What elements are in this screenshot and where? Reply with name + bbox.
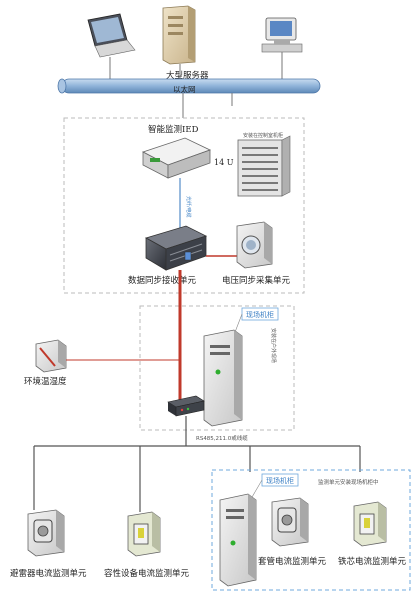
arrester-unit-icon [27, 509, 65, 557]
ied-device-icon [141, 137, 212, 179]
outdoor-note: 安装在户外现场 [270, 328, 277, 363]
voltage-unit-icon [236, 221, 273, 269]
bushing-unit-label: 套管电流监测单元 [258, 556, 327, 567]
optical-label: 光纤/电缆 [185, 196, 192, 218]
server-tower-icon [162, 5, 196, 65]
field-region-1 [139, 305, 295, 431]
sync-receiver-label: 数据同步接收单元 [128, 275, 197, 286]
capacitive-unit-label: 容性设备电流监测单元 [104, 568, 190, 579]
desktop-pc-icon [261, 17, 303, 53]
server-label: 大型服务器 [166, 70, 209, 81]
sync-receiver-icon [144, 225, 208, 271]
control-room-region [63, 117, 305, 294]
field-cabinet-icon [203, 329, 243, 427]
svg-text:现场机柜: 现场机柜 [246, 310, 274, 319]
u14-label: 14 U [214, 158, 234, 167]
voltage-unit-label: 电压同步采集单元 [222, 275, 291, 286]
field-region-2 [211, 469, 411, 591]
laptop-icon [87, 13, 136, 58]
env-sensor-label: 环境温湿度 [24, 376, 67, 387]
field-cabinet-label-1: 现场机柜 [241, 307, 279, 321]
ethernet-label: 以太网 [173, 84, 196, 94]
core-unit-label: 铁芯电流监测单元 [338, 556, 407, 567]
ied-label: 智能监测IED [148, 124, 199, 135]
svg-text:现场机柜: 现场机柜 [266, 476, 294, 485]
field-cabinet-label-2: 现场机柜 [261, 473, 299, 487]
arrester-unit-label: 避雷器电流监测单元 [10, 568, 87, 579]
capacitive-unit-icon [127, 511, 161, 557]
bus-line-label: RS485,211.0或线缆 [196, 434, 248, 442]
bushing-unit-icon [271, 497, 309, 547]
core-unit-icon [353, 501, 387, 547]
install-note: 监测单元安装现场机柜中 [318, 478, 379, 486]
rack-cabinet-icon [237, 135, 291, 197]
cabinet-top-label: 安装在控制室机柜 [243, 132, 283, 139]
ethernet-bus [57, 78, 321, 94]
temp-sensor-icon [35, 339, 67, 373]
field-cabinet-icon-2 [219, 493, 257, 587]
converter-icon [167, 395, 205, 417]
